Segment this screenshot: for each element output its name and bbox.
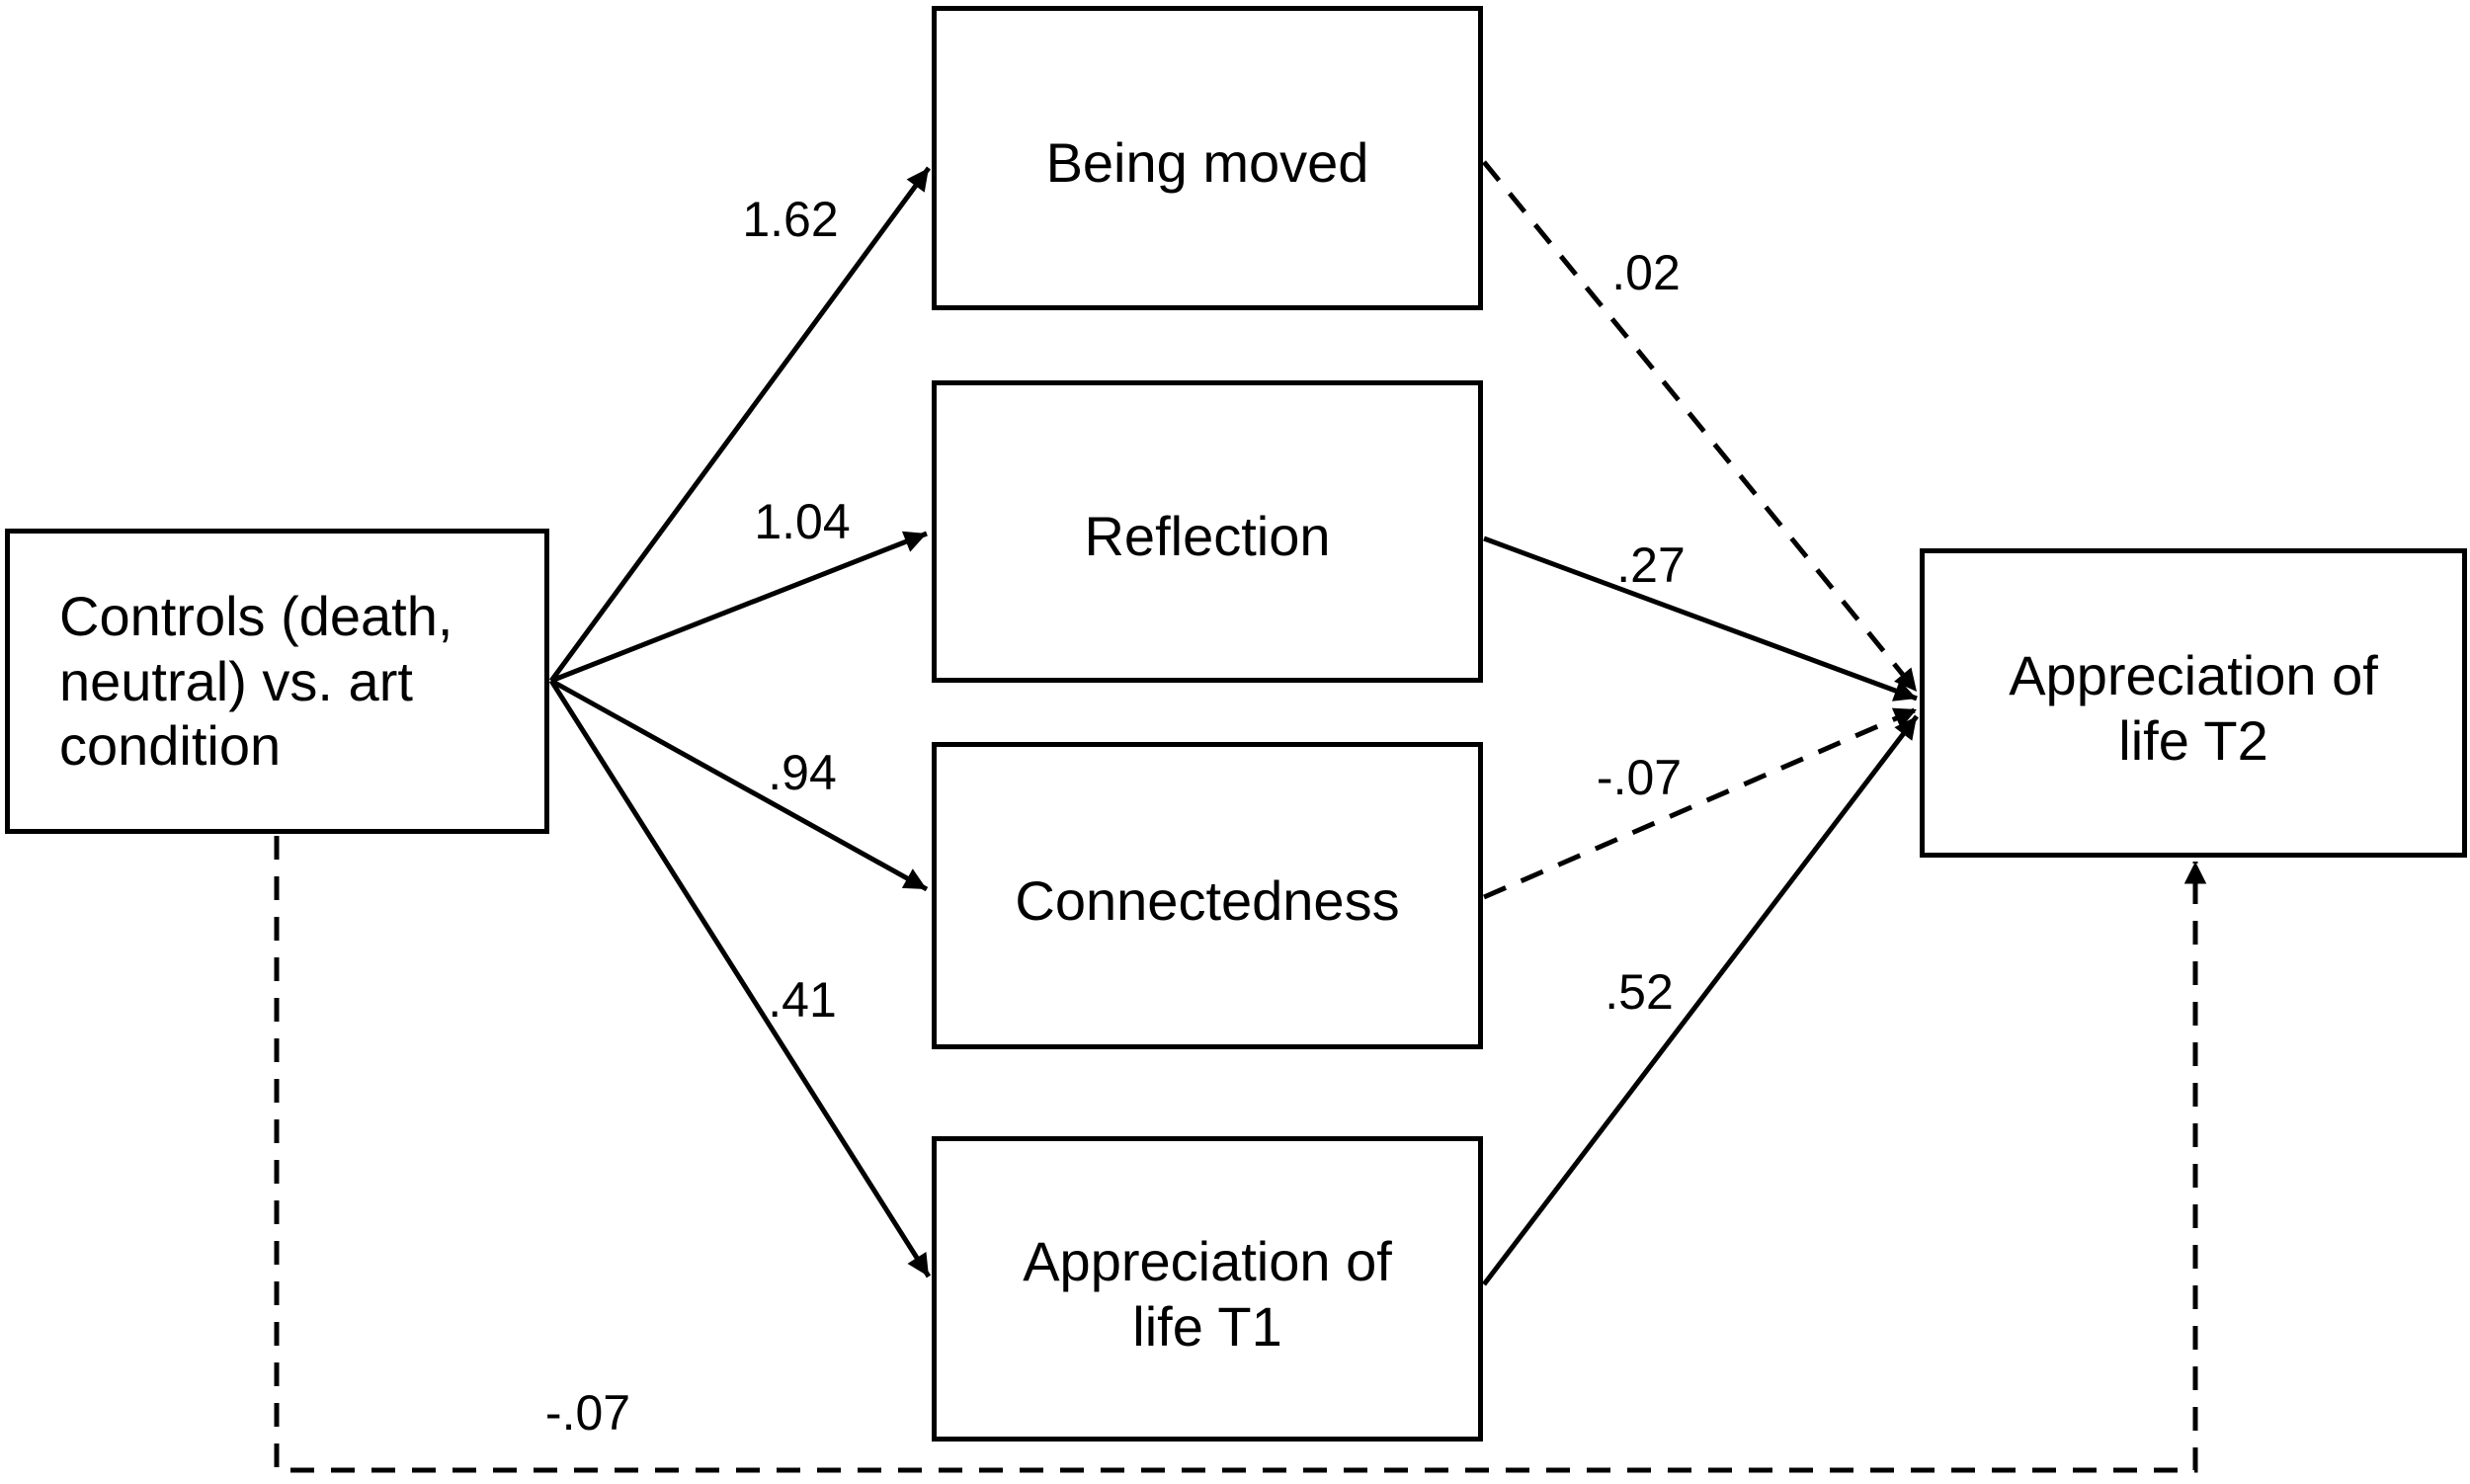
edge-controls-direct-to-aol-t2-line: [274, 836, 2207, 1473]
node-connectedness-label: Connectedness: [1015, 868, 1400, 932]
node-connectedness: Connectedness: [932, 742, 1483, 1049]
edge-label-aol-t1-aol-t2: .52: [1605, 964, 1674, 1020]
node-reflection-label: Reflection: [1084, 505, 1331, 568]
edge-label-controls-being-moved: 1.62: [742, 192, 839, 247]
node-appreciation-of-life-t1: Appreciation of life T1: [932, 1136, 1483, 1442]
edge-controls-to-being-moved-line: [548, 166, 932, 683]
node-appreciation-of-life-t2-label: Appreciation of life T2: [2009, 643, 2378, 772]
edge-label-controls-aol-t1: .41: [768, 972, 837, 1028]
edge-label-controls-direct-aol-t2: -.07: [544, 1385, 631, 1441]
node-controls: Controls (death, neutral) vs. art condit…: [5, 529, 549, 834]
node-controls-label: Controls (death, neutral) vs. art condit…: [59, 585, 453, 778]
edge-being-moved-to-aol-t2-line: [1482, 160, 1919, 694]
node-appreciation-of-life-t2: Appreciation of life T2: [1920, 548, 2467, 858]
node-reflection: Reflection: [932, 380, 1483, 683]
node-appreciation-of-life-t1-label: Appreciation of life T1: [1023, 1229, 1392, 1358]
edge-label-reflection-aol-t2: .27: [1616, 537, 1686, 593]
edge-label-controls-reflection: 1.04: [754, 494, 851, 549]
edge-controls-to-aol-t1-line: [548, 679, 932, 1278]
node-being-moved: Being moved: [932, 6, 1483, 310]
edge-controls-to-connectedness-line: [549, 678, 929, 892]
edge-label-connectedness-aol-t2: -.07: [1596, 750, 1683, 805]
edge-label-being-moved-aol-t2: .02: [1611, 245, 1681, 300]
edge-reflection-to-aol-t2-line: [1483, 536, 1918, 701]
edge-label-controls-connectedness: .94: [768, 745, 837, 800]
edge-controls-to-reflection-line: [550, 531, 928, 684]
edge-aol-t1-to-aol-t2-line: [1482, 714, 1919, 1286]
node-being-moved-label: Being moved: [1045, 131, 1369, 195]
